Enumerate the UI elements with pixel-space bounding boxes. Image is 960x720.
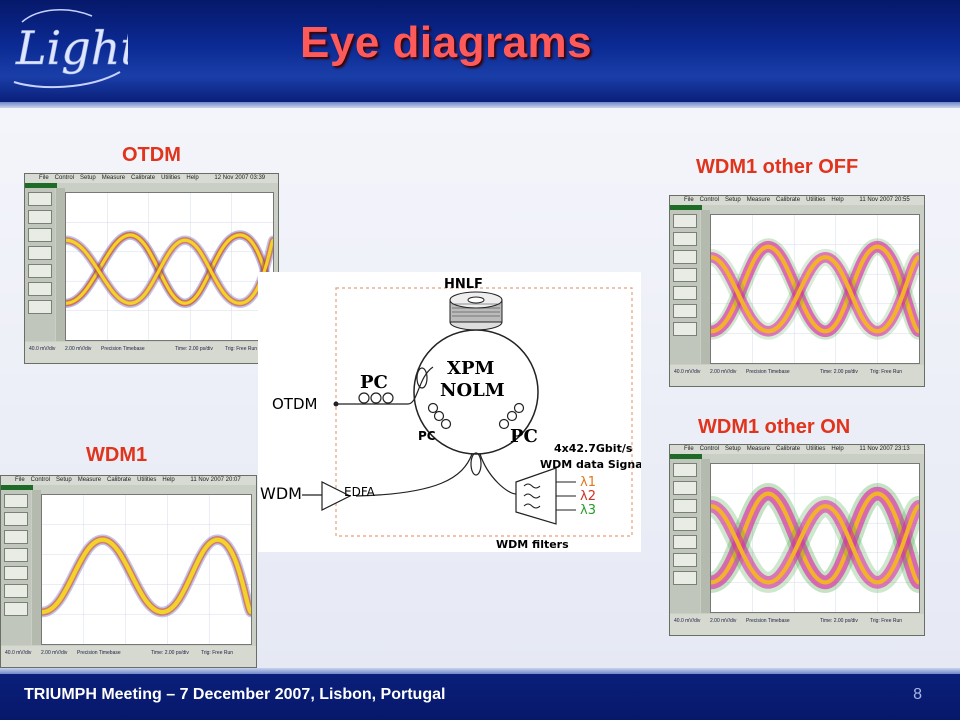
edfa-amplifier-icon: [321, 481, 352, 511]
label-wdm1: WDM1: [86, 444, 148, 466]
scope-sidebar: [25, 188, 55, 341]
pc-label-right: PC: [510, 426, 538, 447]
otdm-input-label: OTDM: [272, 395, 317, 413]
mode-indicator: [670, 454, 702, 459]
label-wdm1-other-off: WDM1 other OFF: [696, 156, 859, 178]
slide-footer: TRIUMPH Meeting – 7 December 2007, Lisbo…: [0, 674, 960, 720]
hnlf-label: HNLF: [444, 277, 483, 292]
wdm-filters-icon: [515, 467, 576, 525]
footer-text: TRIUMPH Meeting – 7 December 2007, Lisbo…: [24, 686, 446, 703]
mode-indicator: [25, 183, 57, 188]
nolm-label: NOLM: [440, 380, 505, 401]
eye-diagram-wdm1-other-on: [711, 464, 919, 612]
eye-diagram-wdm1: [42, 495, 251, 644]
lambda-2-label: λ2: [580, 489, 596, 504]
pc-label-input: PC: [360, 372, 388, 393]
signal-label-2: WDM data Signal: [540, 458, 641, 471]
coupler-icon-input: [416, 367, 428, 389]
nolm-schematic: HNLF XPM NOLM OTDM PC PC PC: [258, 272, 646, 552]
nolm-loop: [413, 329, 539, 455]
wdm-filters-label: WDM filters: [496, 538, 569, 551]
scope-tab: [32, 490, 41, 645]
svg-text:Light: Light: [15, 21, 128, 75]
mode-indicator: [670, 205, 702, 210]
page-number: 8: [913, 686, 922, 703]
header-divider: [0, 102, 960, 108]
xpm-label: XPM: [447, 358, 495, 379]
pc-label-loop: PC: [418, 429, 436, 443]
eye-diagram-wdm1-other-off: [711, 215, 919, 363]
mode-indicator: [1, 485, 33, 490]
schematic-drawing: HNLF XPM NOLM OTDM PC PC PC: [260, 277, 646, 551]
scope-tab: [701, 210, 710, 364]
pc-coils-right-icon: [498, 402, 525, 430]
scope-sidebar: [670, 210, 700, 364]
pc-coils-loop-icon: [427, 402, 452, 430]
scope-tab: [56, 188, 65, 341]
wdm-input-label: WDM: [260, 484, 302, 503]
eye-diagram-otdm: [66, 193, 273, 340]
dashed-boundary: [335, 287, 633, 537]
light-logo: Light: [13, 9, 128, 89]
lambda-1-label: λ1: [580, 475, 596, 490]
eye-screen-wdm1-other-on: [710, 463, 920, 613]
label-otdm: OTDM: [122, 144, 181, 166]
lambda-3-label: λ3: [580, 503, 596, 518]
pc-coils-input-icon: [358, 392, 394, 404]
footer-divider: [0, 668, 960, 674]
scope-sidebar: [1, 490, 31, 645]
eye-screen-wdm1: [41, 494, 252, 645]
coupler-icon-bottom: [470, 452, 482, 476]
eye-screen-wdm1-other-off: [710, 214, 920, 364]
label-wdm1-other-on: WDM1 other ON: [698, 416, 851, 438]
edfa-label: EDFA: [344, 485, 376, 499]
scope-sidebar: [670, 459, 700, 613]
hnlf-spool-icon: [449, 291, 503, 331]
signal-label-1: 4x42.7Gbit/s: [554, 442, 633, 455]
scope-tab: [701, 459, 710, 613]
slide-header: Light Eye diagrams: [0, 0, 960, 102]
page-title: Eye diagrams: [300, 18, 593, 67]
eye-screen-otdm: [65, 192, 274, 341]
